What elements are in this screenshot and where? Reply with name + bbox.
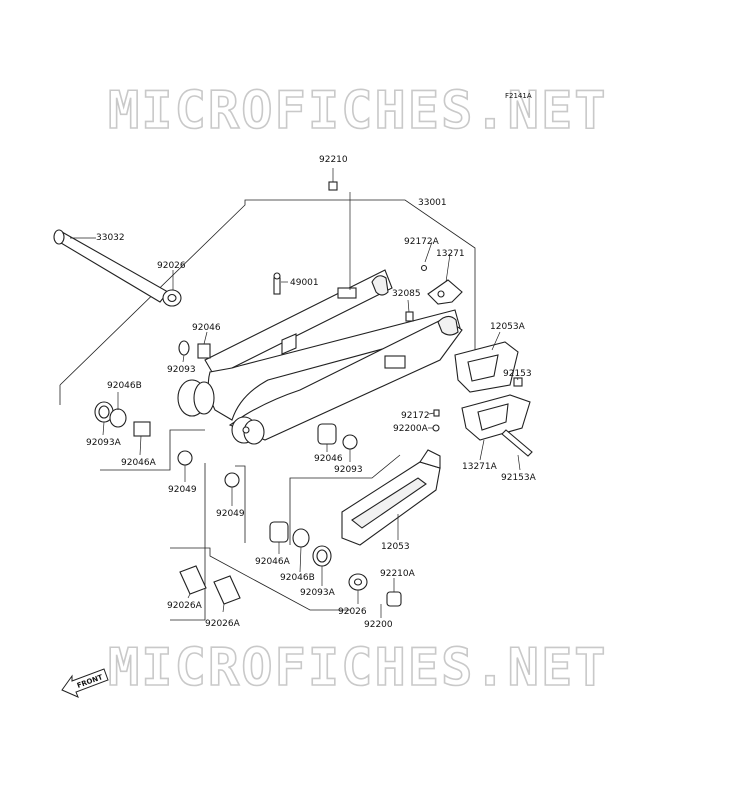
label-92026A-right: 92026A xyxy=(205,619,241,629)
chain-guide-12053A xyxy=(454,341,533,457)
label-92093-left: 92093 xyxy=(167,365,196,375)
label-92046A-right: 92046A xyxy=(255,557,291,567)
watermark-top: MICROFICHES.NET xyxy=(108,81,608,141)
group-outline-lines xyxy=(59,199,476,621)
label-92026-bottom: 92026 xyxy=(338,607,367,617)
leader-lines xyxy=(70,168,521,618)
label-33032: 33032 xyxy=(96,233,125,243)
label-92046-right: 92046 xyxy=(314,454,343,464)
label-92153A: 92153A xyxy=(501,473,537,483)
label-92093-right: 92093 xyxy=(334,465,363,475)
figure-code: F2141A xyxy=(505,92,532,100)
label-92046-left: 92046 xyxy=(192,323,221,333)
label-92049-left: 92049 xyxy=(168,485,197,495)
swing-arm-33001 xyxy=(177,269,463,445)
label-92210: 92210 xyxy=(319,155,348,165)
label-12053: 12053 xyxy=(381,542,410,552)
label-92046B-left: 92046B xyxy=(107,381,142,391)
label-92026-top: 92026 xyxy=(157,261,186,271)
front-arrow-icon: FRONT xyxy=(61,668,109,698)
collars-92026A xyxy=(179,565,241,605)
label-12053A: 12053A xyxy=(490,322,526,332)
screw-32085 xyxy=(405,311,414,322)
label-92046A-left: 92046A xyxy=(121,458,157,468)
label-92172: 92172 xyxy=(401,411,430,421)
label-92026A-left: 92026A xyxy=(167,601,203,611)
bolt-92210 xyxy=(328,181,338,191)
label-92093A-right: 92093A xyxy=(300,588,336,598)
grease-nipple-49001 xyxy=(273,272,281,295)
part-labels: 92210 33001 33032 92026 49001 92172A 132… xyxy=(86,155,537,630)
watermark-bottom: MICROFICHES.NET xyxy=(108,638,608,698)
label-49001: 49001 xyxy=(290,278,319,288)
label-92200: 92200 xyxy=(364,620,393,630)
label-32085: 32085 xyxy=(392,289,421,299)
chain-slider-12053 xyxy=(341,449,441,546)
washer-92026-top xyxy=(162,289,182,307)
label-92210A: 92210A xyxy=(380,569,416,579)
label-92046B-right: 92046B xyxy=(280,573,315,583)
label-13271: 13271 xyxy=(436,249,465,259)
label-92200A: 92200A xyxy=(393,424,429,434)
left-bearings xyxy=(94,340,240,488)
label-13271A: 13271A xyxy=(462,462,498,472)
label-92172A: 92172A xyxy=(404,237,440,247)
label-92093A-left: 92093A xyxy=(86,438,122,448)
label-92049-right: 92049 xyxy=(216,509,245,519)
right-bearings xyxy=(269,423,358,567)
label-92153: 92153 xyxy=(503,369,532,379)
label-33001: 33001 xyxy=(418,198,447,208)
guide-13271 xyxy=(420,264,463,305)
washer-nut-bottom xyxy=(348,573,402,607)
